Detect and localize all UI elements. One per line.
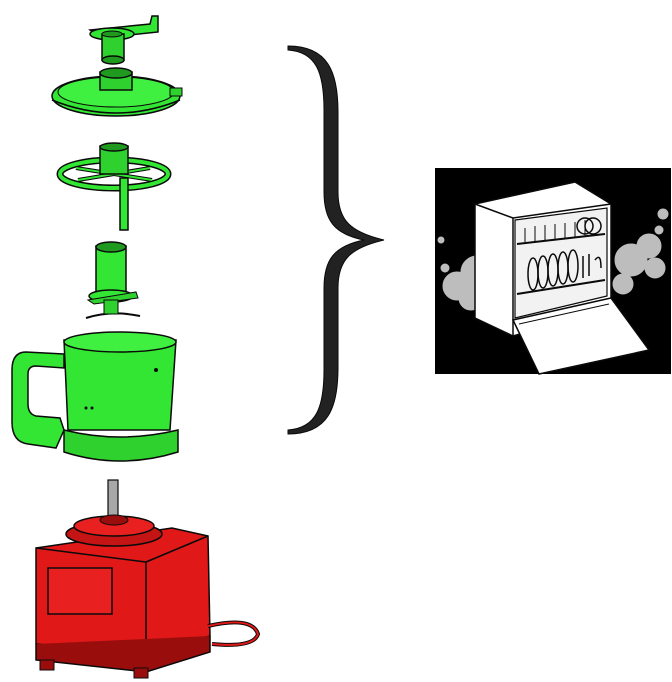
bowl-part	[6, 330, 192, 470]
brace-symbol	[280, 42, 392, 438]
dishwasher-safe-icon	[435, 168, 671, 375]
disc-part	[56, 138, 176, 234]
pusher-part	[80, 8, 180, 68]
blade-part	[84, 240, 144, 324]
lid-part	[48, 66, 188, 126]
motor-base-part	[22, 476, 266, 680]
